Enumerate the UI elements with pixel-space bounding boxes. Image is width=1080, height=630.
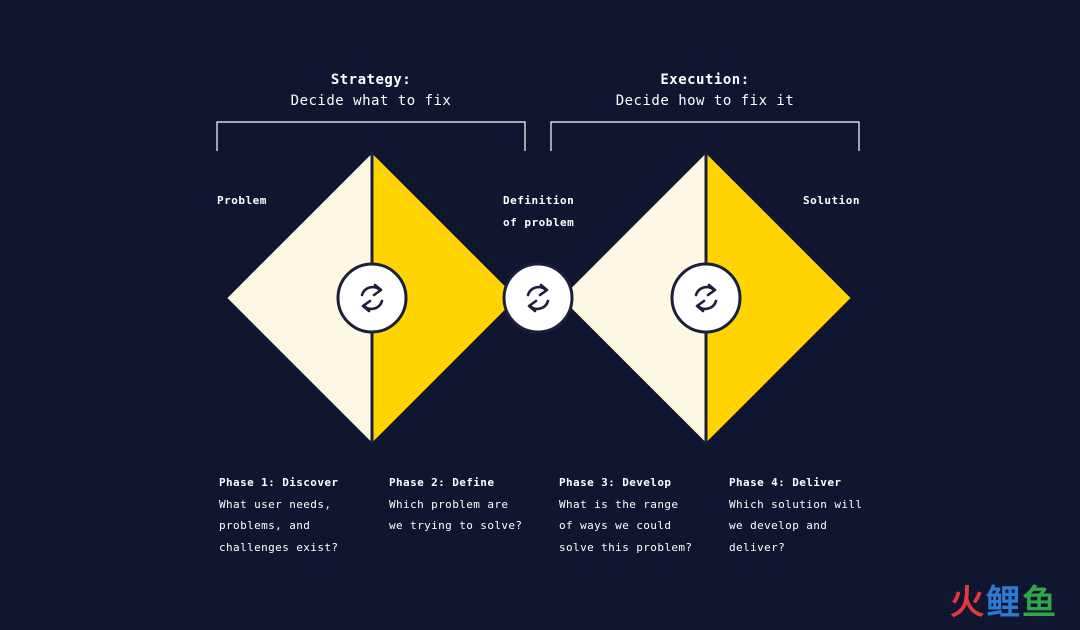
phase-discover: Phase 1: Discover What user needs, probl… — [219, 472, 379, 558]
phase-description-line: challenges exist? — [219, 540, 339, 554]
watermark-char: 火 — [950, 583, 986, 623]
strategy-bracket — [216, 121, 526, 151]
label-definition-line2: of problem — [503, 216, 575, 229]
execution-subtitle: Decide how to fix it — [615, 93, 795, 109]
label-definition-line1: Definition — [503, 194, 575, 207]
phase-description-line: What user needs, — [219, 497, 332, 511]
refresh-icon — [502, 262, 574, 334]
diamond-2-right-half — [706, 152, 852, 444]
execution-bracket — [550, 121, 860, 151]
phase-define: Phase 2: Define Which problem are we try… — [389, 472, 549, 537]
phase-description-line: of ways we could — [559, 519, 672, 532]
execution-title: Execution: — [660, 72, 750, 88]
phase-develop: Phase 3: Develop What is the range of wa… — [559, 472, 719, 558]
phase-description-line: problems, and — [219, 519, 311, 532]
phase-description-line: we develop and — [729, 519, 828, 532]
phase-title: Phase 2: Define — [389, 476, 495, 489]
diamond-1-left-half — [226, 152, 372, 444]
watermark-char: 鲤 — [986, 583, 1022, 623]
refresh-icon — [670, 262, 742, 334]
strategy-heading: Strategy: Decide what to fix — [211, 70, 531, 112]
phase-deliver: Phase 4: Deliver Which solution will we … — [729, 472, 889, 558]
diamond-2-outline — [558, 150, 854, 446]
phase-description-line: we trying to solve? — [389, 519, 523, 532]
phase-description-line: Which problem are — [389, 497, 509, 511]
phase-title: Phase 1: Discover — [219, 476, 339, 489]
execution-heading: Execution: Decide how to fix it — [545, 70, 865, 112]
diamond-1-right-half — [372, 152, 518, 444]
phase-title: Phase 4: Deliver — [729, 476, 842, 489]
refresh-icon — [336, 262, 408, 334]
phase-description-line: What is the range — [559, 497, 679, 511]
watermark-logo: 火鲤鱼 — [950, 575, 1058, 624]
diamond-2-left-half — [560, 152, 706, 444]
strategy-subtitle: Decide what to fix — [290, 93, 452, 109]
watermark-char: 鱼 — [1022, 583, 1058, 623]
phase-description-line: Which solution will — [729, 497, 863, 511]
phase-description-line: deliver? — [729, 540, 786, 554]
phase-title: Phase 3: Develop — [559, 476, 672, 489]
phase-description-line: solve this problem? — [559, 540, 693, 554]
label-definition-of-problem: Definition of problem — [503, 190, 574, 234]
label-problem: Problem — [217, 194, 267, 207]
label-solution: Solution — [803, 194, 860, 207]
strategy-title: Strategy: — [330, 72, 412, 88]
